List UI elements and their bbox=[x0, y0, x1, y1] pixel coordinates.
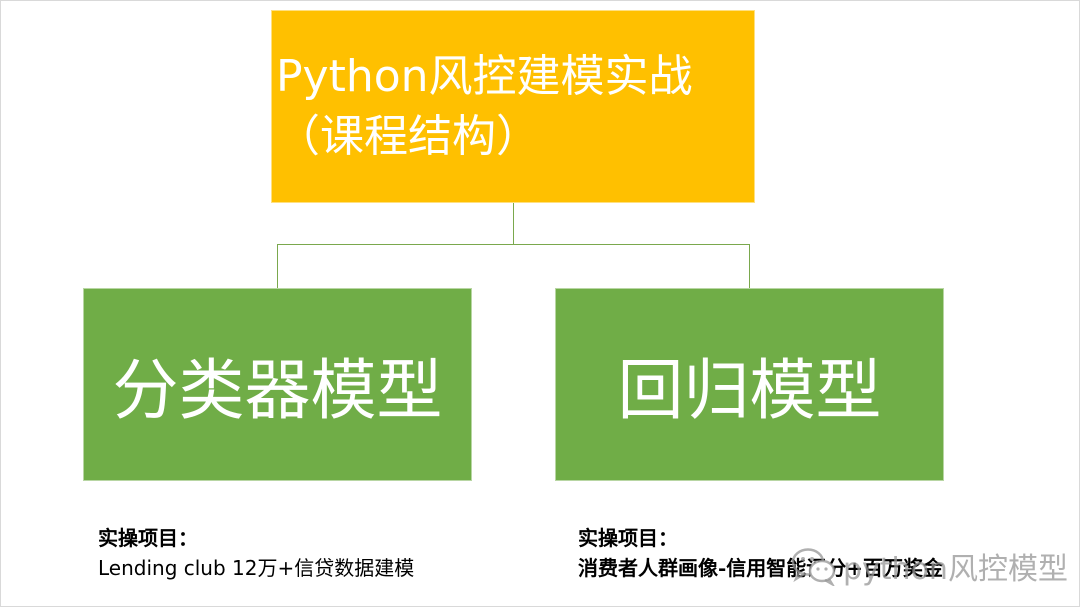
connector-left-down bbox=[277, 244, 278, 288]
connector-root-down bbox=[513, 203, 514, 244]
watermark-text: python风控模型 bbox=[843, 552, 1068, 587]
child-node-classifier: 分类器模型 bbox=[83, 288, 472, 481]
root-node: Python风控建模实战（课程结构） bbox=[271, 10, 755, 203]
classifier-caption-title: 实操项目： bbox=[98, 526, 198, 550]
regression-caption-title: 实操项目： bbox=[578, 526, 678, 550]
regression-caption-text: 消费者人群画像-信用智能评分+百万奖金 bbox=[578, 556, 944, 580]
classifier-caption-text: Lending club 12万+信贷数据建模 bbox=[98, 556, 415, 580]
connector-right-down bbox=[749, 244, 750, 288]
child-node-regression-label: 回归模型 bbox=[617, 351, 882, 429]
watermark: python风控模型 bbox=[791, 544, 1068, 588]
child-node-regression: 回归模型 bbox=[555, 288, 944, 481]
classifier-caption: 实操项目： Lending club 12万+信贷数据建模 bbox=[98, 523, 414, 583]
regression-caption: 实操项目： 消费者人群画像-信用智能评分+百万奖金 bbox=[578, 523, 943, 583]
child-node-classifier-label: 分类器模型 bbox=[112, 351, 443, 429]
wechat-icon bbox=[791, 548, 836, 586]
connector-horizontal bbox=[277, 244, 749, 245]
root-node-label: Python风控建模实战（课程结构） bbox=[276, 50, 693, 162]
